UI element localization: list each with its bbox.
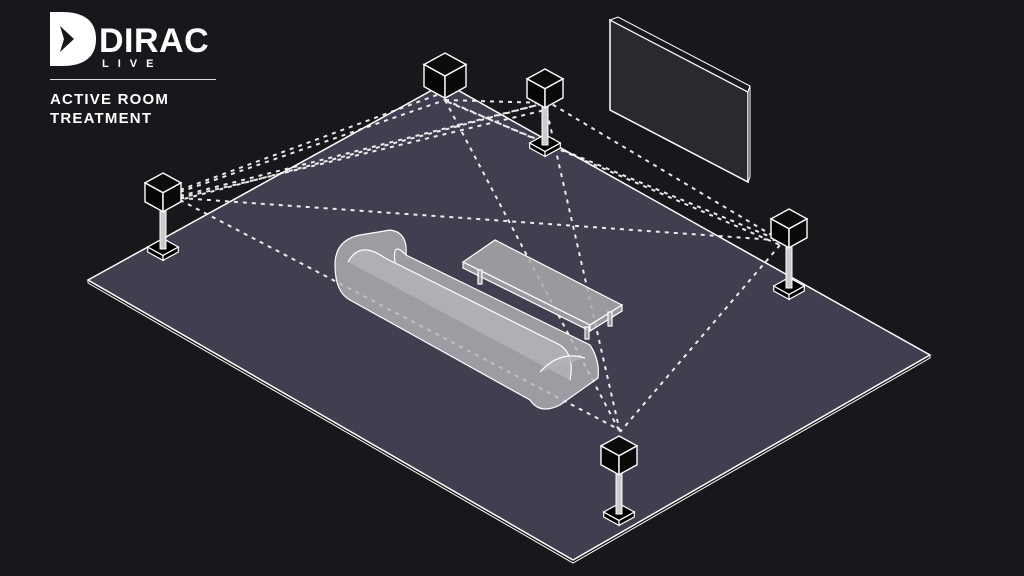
speaker: [769, 208, 809, 301]
reflection-path: [447, 101, 791, 246]
speaker: [599, 435, 639, 527]
speakers: [143, 52, 809, 527]
dirac-logo-mark-icon: [50, 12, 96, 66]
brand-name: DIRAC: [99, 22, 210, 60]
reflection-path: [544, 99, 781, 241]
speaker: [422, 52, 468, 100]
reflection-path: [179, 197, 776, 241]
brand-sub: LIVE: [102, 58, 163, 70]
reflection-path: [179, 91, 446, 191]
sofa: [334, 229, 599, 410]
reflection-path: [179, 99, 446, 193]
tagline: ACTIVE ROOM TREATMENT: [50, 91, 170, 127]
floor-edge: [87, 280, 931, 564]
coffee-table: [461, 239, 624, 340]
speaker: [143, 172, 183, 262]
reflection-path: [179, 199, 621, 431]
speaker: [525, 68, 565, 158]
reflection-path: [544, 102, 621, 433]
divider: [50, 79, 216, 80]
reflection-path: [444, 99, 781, 246]
reflection-path: [444, 99, 546, 104]
sound-reflection-paths: [179, 91, 791, 433]
tv-screen: [608, 16, 751, 184]
